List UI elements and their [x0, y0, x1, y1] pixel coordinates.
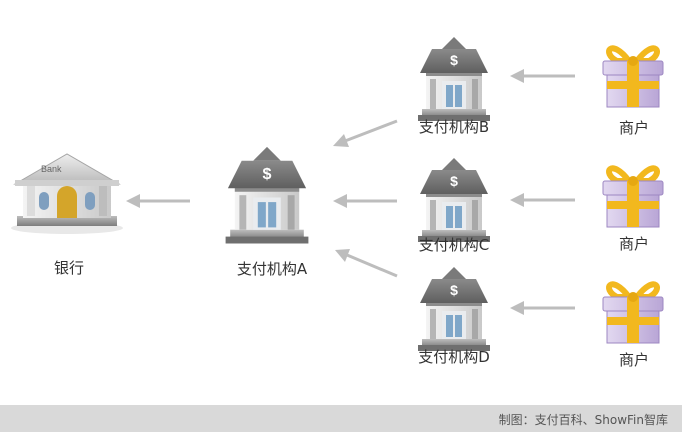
footer-credit: 制图：支付百科、ShowFin智库 — [498, 413, 668, 427]
pay-c-label: 支付机构C — [418, 236, 490, 254]
arrow-pay-d-to-pay-a — [335, 249, 398, 278]
pay-a-label: 支付机构A — [236, 260, 308, 278]
arrow-merchant-to-pay-c — [510, 193, 575, 207]
bank-label: 银行 — [53, 259, 85, 277]
arrow-pay-a-to-bank — [126, 194, 190, 208]
pay-d-label: 支付机构D — [418, 348, 490, 366]
merchant-d-gift-icon — [603, 284, 663, 343]
merchant-d-label: 商户 — [618, 351, 650, 369]
pay-b-building-icon — [418, 37, 490, 121]
merchant-c-gift-icon — [603, 168, 663, 227]
arrow-pay-c-to-pay-a — [333, 194, 397, 208]
pay-b-label: 支付机构B — [418, 118, 490, 136]
flow-diagram: $ — [11, 37, 682, 351]
footer-bar: 制图：支付百科、ShowFin智库 — [0, 405, 682, 432]
arrow-merchant-to-pay-b — [510, 69, 575, 83]
pay-d-building-icon — [418, 267, 490, 351]
merchant-c-label: 商户 — [618, 235, 650, 253]
bank-sign: Bank — [41, 164, 62, 174]
arrow-merchant-to-pay-d — [510, 301, 575, 315]
pay-c-building-icon — [418, 158, 490, 242]
merchant-b-label: 商户 — [618, 119, 650, 137]
pay-a-building-icon — [225, 146, 309, 244]
arrow-pay-b-to-pay-a — [333, 119, 398, 147]
bank-building-icon: Bank — [11, 153, 123, 234]
merchant-b-gift-icon — [603, 48, 663, 107]
